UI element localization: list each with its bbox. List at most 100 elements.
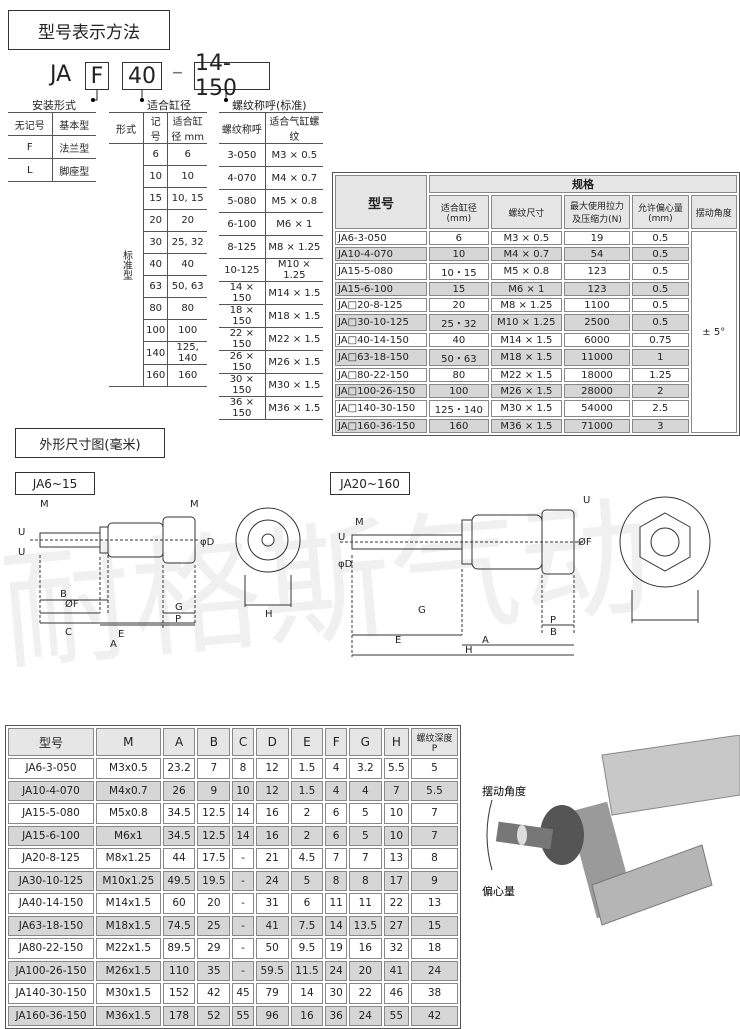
table-cell: 12 — [255, 780, 289, 801]
header-cell: 型号 — [8, 728, 94, 756]
dimension-label: ØF — [65, 598, 79, 610]
table-cell: M14 × 1.5 — [264, 281, 323, 305]
table-cell: 4 — [325, 780, 347, 801]
table-cell: 30 — [142, 231, 168, 254]
table-cell: 18 × 150 — [219, 304, 266, 328]
table-cell: - — [232, 893, 254, 914]
table-cell: 71000 — [563, 419, 631, 433]
table-cell: 24 — [255, 870, 289, 891]
table-cell: 26 × 150 — [219, 350, 266, 374]
table-cell: 12.5 — [197, 803, 231, 824]
table-cell: 6 — [142, 143, 168, 166]
table-cell: 1.25 — [632, 368, 689, 382]
table-cell: 60 — [162, 893, 196, 914]
table-cell: 20 — [142, 209, 168, 232]
dimension-label: H — [265, 609, 273, 620]
table-cell: 110 — [162, 960, 196, 981]
table-cell: 15 — [411, 915, 458, 936]
dimension-label: U — [18, 527, 25, 538]
header-cell: 允许偏心量 (mm) — [632, 195, 689, 229]
table-cell: 3 — [632, 419, 689, 433]
table-cell: JA100-26-150 — [8, 960, 94, 981]
table-cell: JA15-5-080 — [8, 803, 94, 824]
table-cell: JA80-22-150 — [8, 938, 94, 959]
table-cell: 29 — [197, 938, 231, 959]
table-cell: 7 — [411, 825, 458, 846]
table-cell: 脚座型 — [51, 158, 96, 182]
table-cell: 6 — [428, 231, 489, 245]
code-thread: 14-150 — [194, 51, 270, 101]
table-cell: 100 — [167, 319, 207, 342]
table-cell: 55 — [232, 1005, 254, 1026]
table-cell: 28000 — [563, 384, 631, 398]
table-cell: 40 — [428, 333, 489, 347]
drawing-small-label: JA6~15 — [15, 472, 95, 495]
table-cell: JA15-5-080 — [335, 263, 427, 280]
table-cell: M30 × 1.5 — [264, 373, 323, 397]
table-cell: 15 — [142, 187, 168, 210]
table-cell: M8x1.25 — [96, 848, 161, 869]
table-cell: 10-125 — [219, 258, 266, 282]
table-cell: 0.5 — [632, 282, 689, 296]
table-row: 型号规格 — [335, 175, 737, 229]
table-cell: 1 — [632, 349, 689, 366]
table-cell: 32 — [383, 938, 410, 959]
header-cell: 适合缸径 (mm) — [428, 195, 489, 229]
table-cell: 13 — [383, 848, 410, 869]
table-cell: 19.5 — [197, 870, 231, 891]
table-cell: 27 — [383, 915, 410, 936]
table-cell: M6 × 1 — [264, 212, 323, 236]
table-cell: JA□63-18-150 — [335, 349, 427, 366]
dimension-label: C — [65, 627, 72, 638]
table-cell: - — [232, 915, 254, 936]
table-cell: 38 — [411, 983, 458, 1004]
table-cell: M30x1.5 — [96, 983, 161, 1004]
table-cell: JA□80-22-150 — [335, 368, 427, 382]
table-cell: 0.5 — [632, 298, 689, 312]
table-cell: 9.5 — [290, 938, 324, 959]
table-cell: 152 — [162, 983, 196, 1004]
table-cell: M5 × 0.8 — [264, 189, 323, 213]
table-cell: 79 — [255, 983, 289, 1004]
table-cell: JA10-4-070 — [335, 247, 427, 261]
table-cell: 4-070 — [219, 166, 266, 190]
table-cell: M18 × 1.5 — [490, 349, 562, 366]
dimension-label: E — [395, 635, 401, 646]
table-cell: 55 — [383, 1005, 410, 1026]
table-cell: M8 × 1.25 — [264, 235, 323, 259]
table-cell: JA□40-14-150 — [335, 333, 427, 347]
table-cell: 22 × 150 — [219, 327, 266, 351]
table-cell: 160 — [428, 419, 489, 433]
dimension-label: ØF — [578, 536, 592, 548]
dimension-label: φD — [338, 559, 353, 570]
swing-angle-cell: ± 5° — [690, 231, 737, 433]
dimension-label: φD — [200, 537, 215, 548]
table-cell: JA15-6-100 — [335, 282, 427, 296]
dimension-label: B — [60, 589, 67, 600]
table-cell: 0.5 — [632, 314, 689, 331]
table-cell: 2.5 — [632, 400, 689, 417]
table-cell: 34.5 — [162, 803, 196, 824]
table-cell: JA30-10-125 — [8, 870, 94, 891]
table-cell: 19 — [563, 231, 631, 245]
table-cell: 52 — [197, 1005, 231, 1026]
table-cell: 15 — [428, 282, 489, 296]
table-cell: 10, 15 — [167, 187, 207, 210]
dimension-label: P — [550, 615, 556, 626]
